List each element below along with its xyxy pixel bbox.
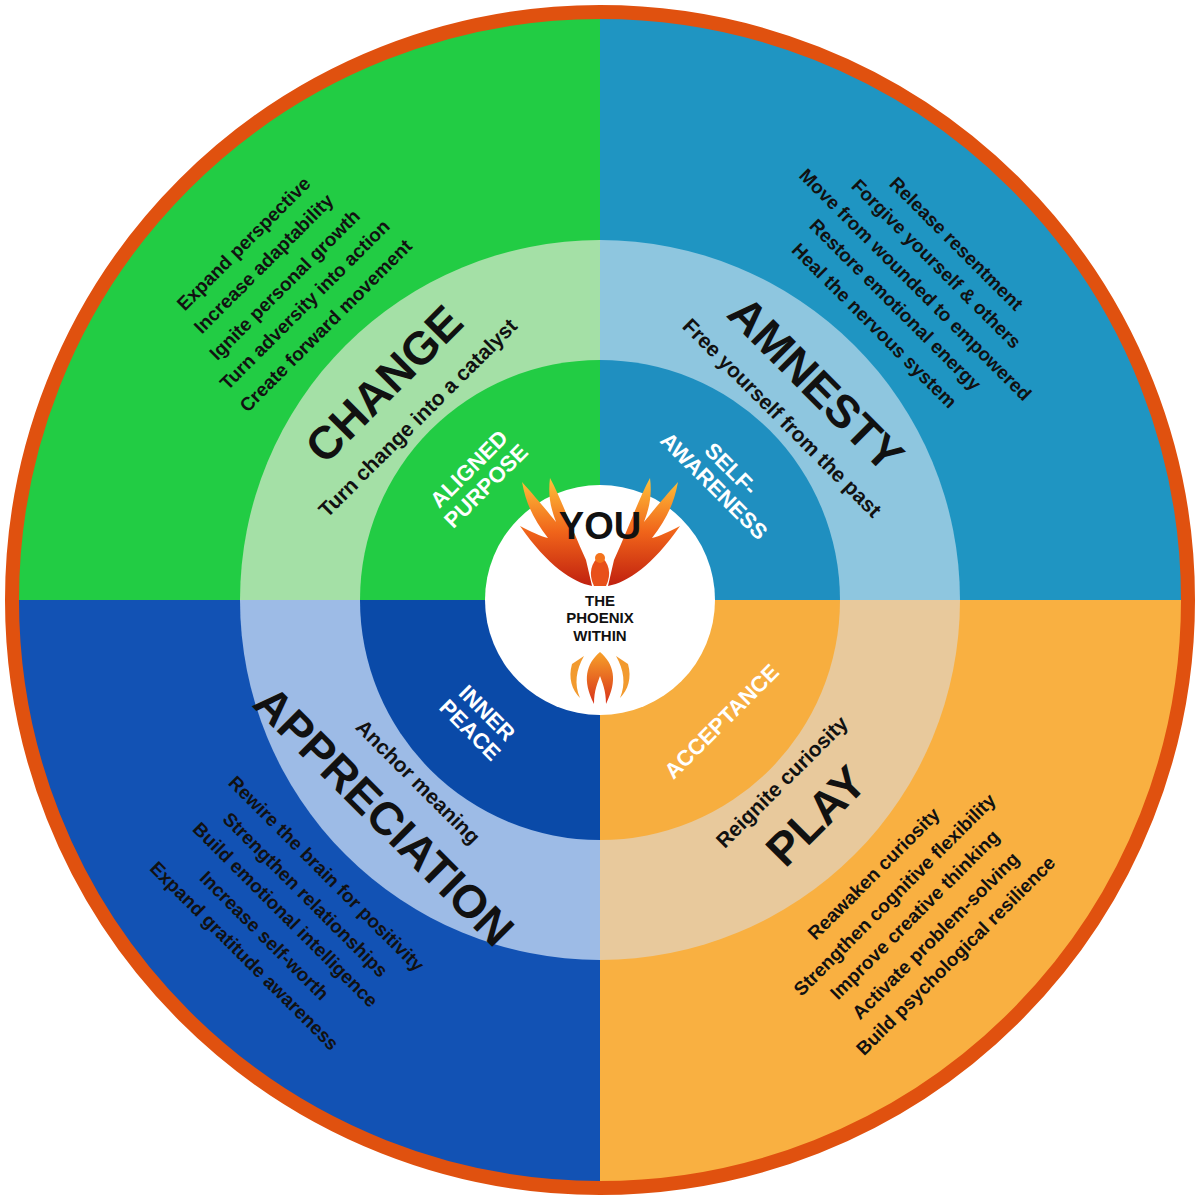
outer-sector	[600, 16, 1184, 600]
core-value: ACCEPTANCE	[660, 660, 784, 784]
core-value: ALIGNED PURPOSE	[423, 423, 533, 533]
middle-band	[240, 240, 600, 600]
center-disc	[485, 485, 715, 715]
phoenix-tail	[616, 656, 630, 698]
core-value: INNER PEACE	[434, 678, 522, 766]
middle-band	[600, 240, 960, 600]
phoenix-head	[595, 553, 605, 563]
center-subtitle: THE PHOENIX WITHIN	[566, 592, 634, 644]
quadrant-sector: AMNESTYFree yourself from the pastReleas…	[600, 0, 1200, 600]
core-value: SELF-AWARENESS	[655, 412, 789, 546]
quadrant-sector: APPRECIATIONAnchor meaningRewire the bra…	[0, 600, 600, 1200]
benefit-item: Improve creative thinking	[827, 827, 1004, 1004]
outer-sector	[16, 16, 600, 600]
phoenix-illustration	[520, 478, 680, 704]
phoenix-tail	[587, 652, 613, 704]
phoenix-tail	[570, 656, 584, 698]
center-title: YOU	[559, 507, 641, 547]
ring-segment: ACCEPTANCE	[637, 637, 807, 807]
ring-segment: ALIGNED PURPOSE	[393, 393, 563, 563]
quadrant-sector: CHANGETurn change into a catalystExpand …	[0, 0, 600, 600]
center-circle: YOU THE PHOENIX WITHIN	[485, 485, 715, 715]
outer-sector	[600, 600, 1184, 1184]
ring-segment: SELF-AWARENESS	[637, 393, 807, 563]
ring-segment: INNER PEACE	[393, 637, 563, 807]
outer-rim	[12, 12, 1188, 1188]
outer-sector	[16, 600, 600, 1184]
quadrant-sector: PLAYReignite curiosityReawaken curiosity…	[600, 600, 1200, 1200]
